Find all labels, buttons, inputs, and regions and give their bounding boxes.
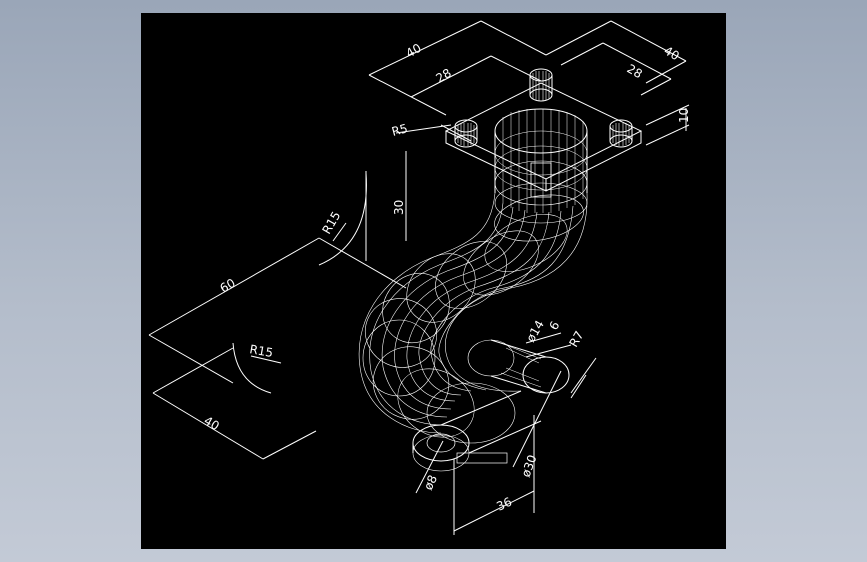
dim-horizontal-60: 60 <box>218 276 238 296</box>
dim-top-right-40: 40 <box>662 43 682 63</box>
flange-plate <box>444 82 643 192</box>
base-dimension-lines <box>415 370 562 535</box>
vertical-pipe-top <box>494 108 588 213</box>
top-left-dimension-lines <box>368 20 547 142</box>
dimension-labels: 40 28 40 28 10 R5 R15 30 60 R15 40 ø14 6… <box>202 41 692 514</box>
dim-top-right-28: 28 <box>625 61 645 81</box>
dim-port-radius: R7 <box>566 329 586 350</box>
side-port <box>467 332 597 399</box>
dim-top-left-40: 40 <box>404 41 424 61</box>
bolt-hole-top <box>529 68 553 102</box>
dim-port-diameter: ø14 <box>523 318 546 345</box>
bolt-hole-left <box>454 119 478 148</box>
dim-bend-lower-radius: R15 <box>248 342 274 360</box>
bolt-hole-right <box>609 119 633 148</box>
dim-base-length: 36 <box>494 495 514 514</box>
cad-drawing: 40 28 40 28 10 R5 R15 30 60 R15 40 ø14 6… <box>148 20 692 535</box>
dim-horizontal-40: 40 <box>202 413 222 433</box>
dim-bend-upper-height: 30 <box>392 200 406 215</box>
dim-port-depth: 6 <box>546 319 562 333</box>
dim-outer-diameter: ø30 <box>519 453 540 479</box>
dim-base-diameter: ø8 <box>421 473 440 492</box>
bent-pipe-body <box>358 182 588 444</box>
cad-viewport[interactable]: 40 28 40 28 10 R5 R15 30 60 R15 40 ø14 6… <box>141 13 726 549</box>
dim-bolt-radius: R5 <box>390 121 409 139</box>
bolt-radius-leader <box>395 124 452 134</box>
dim-flange-height: 10 <box>677 108 691 123</box>
base-foot <box>412 390 542 472</box>
left-dimension-lines <box>148 151 407 460</box>
top-right-dimension-lines <box>545 20 690 146</box>
dim-top-left-28: 28 <box>434 66 454 86</box>
